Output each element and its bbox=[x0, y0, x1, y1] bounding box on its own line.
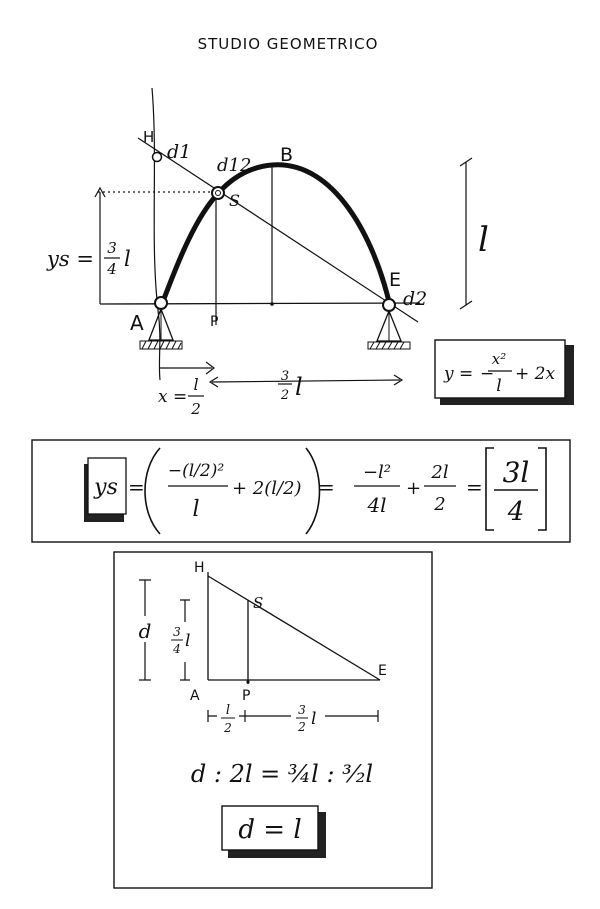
eq-den: l bbox=[496, 376, 501, 396]
calc-result-den: 4 bbox=[507, 497, 525, 527]
span-num: 3 bbox=[281, 369, 289, 384]
ys-num: 3 bbox=[107, 239, 117, 257]
arch-figure: H d1 d12 B S A P E d2 l ys = 3 4 l x = l… bbox=[46, 87, 489, 418]
page-title: STUDIO GEOMETRICO bbox=[198, 35, 379, 53]
calc-t1-tail: + 2(l/2) bbox=[232, 478, 302, 499]
calc-t2-tail: + bbox=[406, 478, 421, 499]
point-d1 bbox=[151, 151, 163, 163]
label-d2: d2 bbox=[403, 288, 427, 310]
eq-num: x² bbox=[492, 350, 506, 368]
support-A-icon bbox=[139, 307, 183, 350]
vertical-axis bbox=[151, 87, 161, 381]
tri-label-S: S bbox=[253, 594, 263, 612]
tri-base2-den: 2 bbox=[297, 720, 306, 734]
x-num: l bbox=[193, 375, 198, 394]
ys-var: l bbox=[124, 247, 131, 271]
tri-base2-var: l bbox=[311, 709, 316, 729]
point-E bbox=[382, 298, 396, 312]
triangle-study-box: H S A P E d 3 4 l l 2 3 2 l d : 2l = ¾l … bbox=[113, 551, 433, 889]
tri-label-d: d bbox=[139, 619, 152, 643]
tri-base1-den: 2 bbox=[223, 721, 232, 735]
calc-eq3: = bbox=[466, 475, 483, 499]
ys-label: ys = bbox=[46, 247, 94, 271]
label-S: S bbox=[229, 191, 240, 210]
calc-t1-den: l bbox=[192, 497, 199, 522]
label-l: l bbox=[478, 220, 489, 260]
eq-rest: + 2x bbox=[515, 364, 555, 384]
x-den: 2 bbox=[190, 400, 201, 418]
tri-height-den: 4 bbox=[172, 642, 181, 656]
support-E-icon bbox=[367, 309, 411, 350]
label-A: A bbox=[130, 311, 145, 335]
parabola-equation-box: y = − x² l + 2x bbox=[434, 339, 574, 405]
parabola-arch bbox=[159, 162, 393, 309]
base-line bbox=[99, 302, 421, 305]
tri-label-A: A bbox=[190, 688, 201, 704]
calc-t3-num: 2l bbox=[430, 462, 448, 483]
calc-t3-den: 2 bbox=[433, 494, 445, 515]
x-label: x = bbox=[158, 387, 187, 407]
diagonal-d1-d2 bbox=[137, 137, 419, 323]
label-P: P bbox=[210, 314, 219, 330]
calc-ys: ys bbox=[93, 475, 118, 500]
label-E: E bbox=[389, 269, 402, 291]
ys-den: 4 bbox=[106, 260, 117, 278]
tri-base1-num: l bbox=[226, 703, 230, 718]
tri-label-H: H bbox=[194, 560, 206, 576]
label-d1: d1 bbox=[167, 141, 191, 163]
tri-label-E: E bbox=[378, 663, 388, 679]
calc-eq1: = bbox=[128, 475, 145, 499]
tri-base2-num: 3 bbox=[298, 703, 306, 717]
ys-calculation-box: ys = −(l/2)² l + 2(l/2) = −l² 4l + 2l 2 … bbox=[31, 439, 571, 543]
eq-minus: − bbox=[480, 364, 494, 384]
proportion-equation: d : 2l = ¾l : ³⁄₂l bbox=[191, 760, 373, 788]
result-d-equals-l: d = l bbox=[238, 815, 301, 845]
label-d12: d12 bbox=[217, 155, 251, 176]
span-var: l bbox=[295, 373, 303, 401]
tri-height-var: l bbox=[185, 631, 190, 651]
eq-lhs: y = bbox=[443, 364, 473, 384]
calc-eq2: = bbox=[318, 475, 335, 499]
calc-t2-num: −l² bbox=[363, 462, 391, 483]
label-H: H bbox=[143, 128, 155, 146]
tri-label-P: P bbox=[242, 688, 251, 704]
calc-t2-den: 4l bbox=[366, 493, 386, 517]
span-den: 2 bbox=[280, 388, 289, 403]
span-dimension bbox=[211, 379, 401, 383]
label-B: B bbox=[280, 144, 294, 166]
calc-t1-num: −(l/2)² bbox=[168, 461, 224, 481]
ys-arrow-icon bbox=[94, 186, 106, 198]
tri-height-num: 3 bbox=[173, 625, 181, 639]
calc-result-num: 3l bbox=[503, 456, 530, 489]
